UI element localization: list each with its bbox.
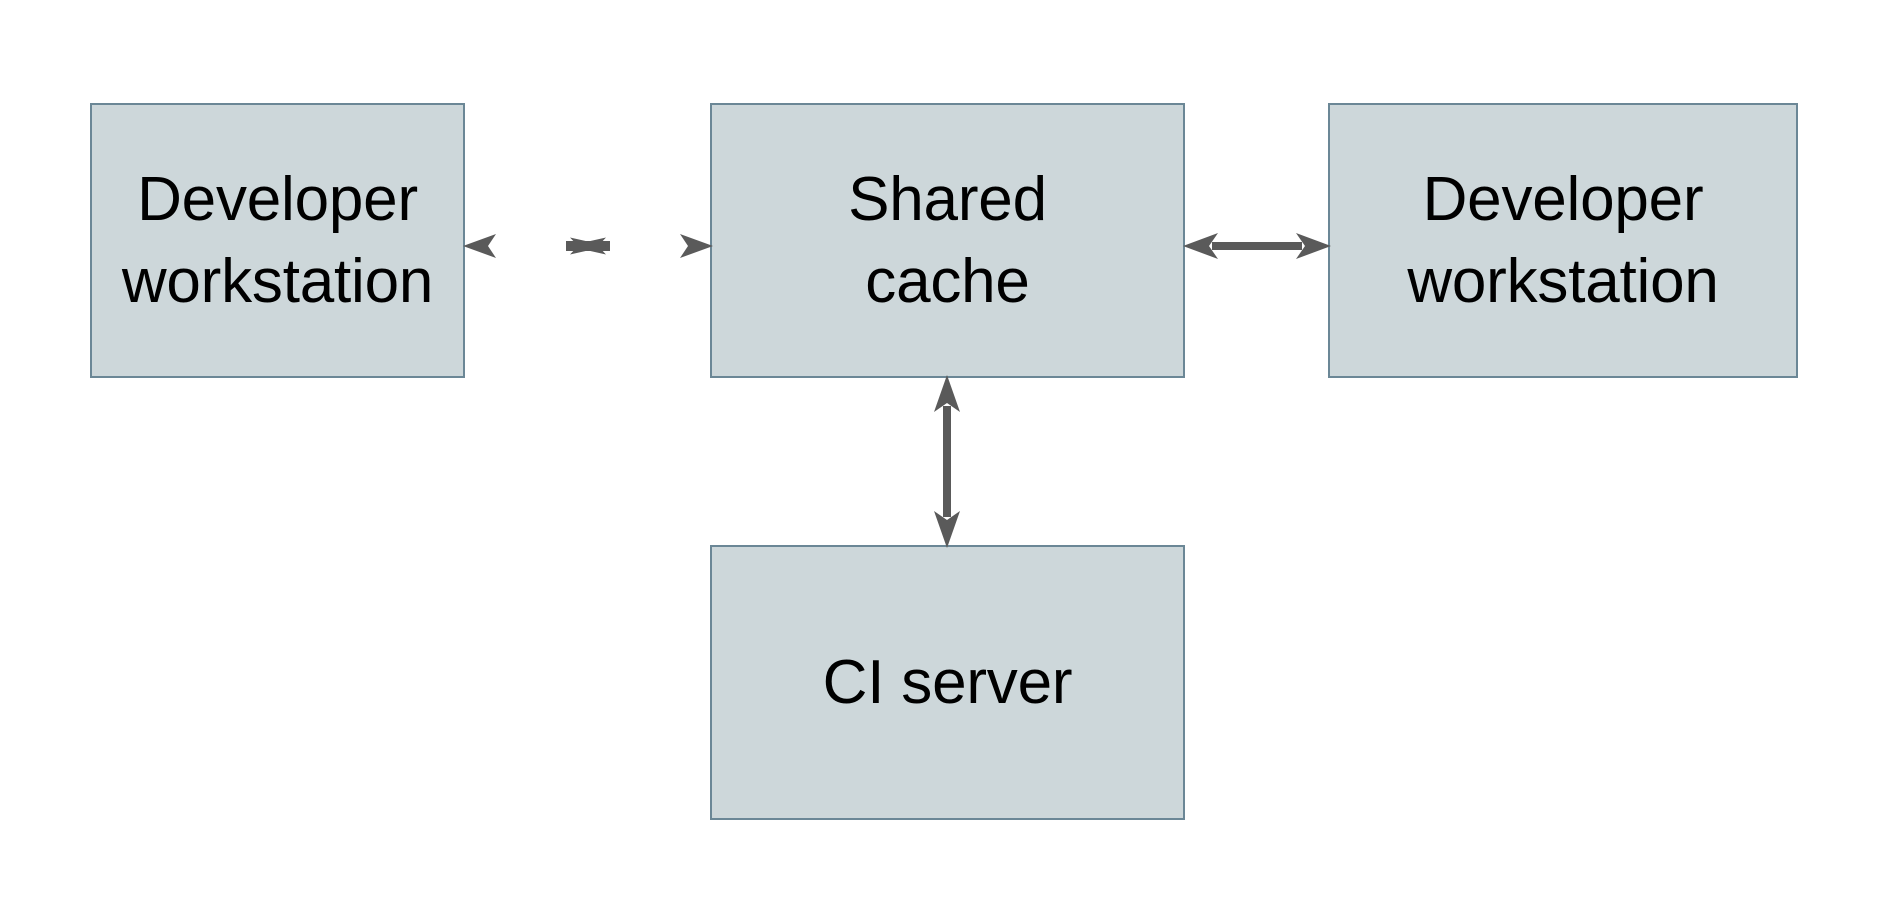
node-ci-server[interactable]: CI server	[710, 545, 1185, 820]
node-shared-cache[interactable]: Shared cache	[710, 103, 1185, 378]
node-label-developer-workstation-right: Developer workstation	[1407, 164, 1719, 316]
node-label-developer-workstation-left: Developer workstation	[121, 164, 434, 316]
connector-dev-left-to-shared-cache	[463, 234, 713, 258]
node-developer-workstation-left[interactable]: Developer workstation	[90, 103, 465, 378]
node-developer-workstation-right[interactable]: Developer workstation	[1328, 103, 1798, 378]
node-label-shared-cache: Shared cache	[848, 164, 1047, 316]
connector-shared-cache-to-ci-server	[934, 375, 960, 548]
node-label-ci-server: CI server	[822, 647, 1073, 717]
connector-shared-cache-to-dev-right	[1183, 233, 1331, 259]
